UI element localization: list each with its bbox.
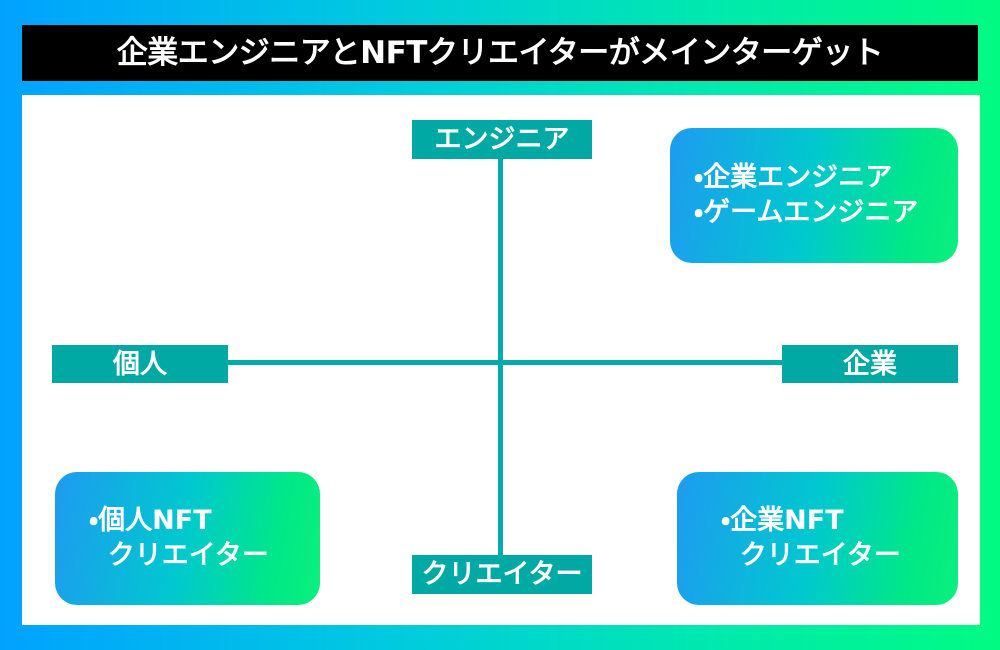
page-title: 企業エンジニアとNFTクリエイターがメインターゲット <box>116 34 884 71</box>
axis-label-left: 個人 <box>52 345 228 383</box>
quadrant-card-bottom-right-text: ・企業NFT クリエイター <box>721 504 901 571</box>
quadrant-card-top-right: ・企業エンジニア ・ゲームエンジニア <box>670 128 958 263</box>
quadrant-card-bottom-right: ・企業NFT クリエイター <box>677 472 958 605</box>
axis-vertical-line <box>498 158 503 581</box>
content-panel: エンジニア クリエイター 個人 企業 ・企業エンジニア ・ゲームエンジニア ・個… <box>22 95 980 625</box>
quadrant-card-bottom-left: ・個人NFT クリエイター <box>55 472 320 605</box>
quadrant-card-top-right-text: ・企業エンジニア ・ゲームエンジニア <box>694 161 919 228</box>
axis-horizontal-line <box>205 360 817 365</box>
axis-label-top: エンジニア <box>412 120 592 159</box>
axis-label-bottom: クリエイター <box>412 555 592 594</box>
axis-label-right-text: 企業 <box>843 348 897 380</box>
axis-label-left-text: 個人 <box>113 348 167 380</box>
axis-label-right: 企業 <box>782 345 958 383</box>
quadrant-card-bottom-left-text: ・個人NFT クリエイター <box>89 504 269 571</box>
title-banner: 企業エンジニアとNFTクリエイターがメインターゲット <box>22 25 978 81</box>
axis-label-bottom-text: クリエイター <box>421 559 583 590</box>
axis-label-top-text: エンジニア <box>434 124 570 155</box>
